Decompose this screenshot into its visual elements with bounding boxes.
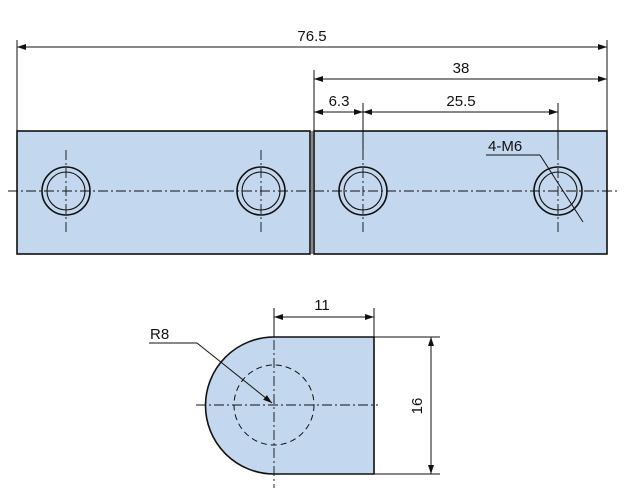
thread-callout-text: 4-M6 [488,138,522,155]
dimension-text-hole-spacing: 25.5 [446,93,475,110]
top-view: 76.5 38 6.3 25.5 4-M6 [8,28,620,255]
dimension-text-half-length: 38 [453,60,470,77]
dimension-text-edge-to-hole: 6.3 [329,93,350,110]
dimension-text-overall-length: 76.5 [297,28,326,45]
hole-4 [533,150,583,232]
dimension-overall-length: 76.5 [16,28,608,131]
radius-callout: R8 [149,326,273,404]
hole-3 [338,150,388,232]
hidden-hole [233,364,315,446]
dimension-text-height: 16 [409,398,426,415]
side-profile [204,336,375,475]
dimension-half-length: 38 [313,60,607,131]
right-plate [313,130,608,255]
left-plate [16,130,311,255]
side-view: 11 R8 16 [149,297,440,488]
radius-callout-text: R8 [150,326,169,343]
thread-callout: 4-M6 [486,138,584,223]
hole-1 [41,150,91,232]
dimension-text-flat-length: 11 [314,297,330,314]
dimension-flat-length: 11 [273,297,375,337]
dimension-height: 16 [374,336,440,475]
hole-2 [236,150,286,232]
dimension-hole-positions: 6.3 25.5 [314,93,559,150]
